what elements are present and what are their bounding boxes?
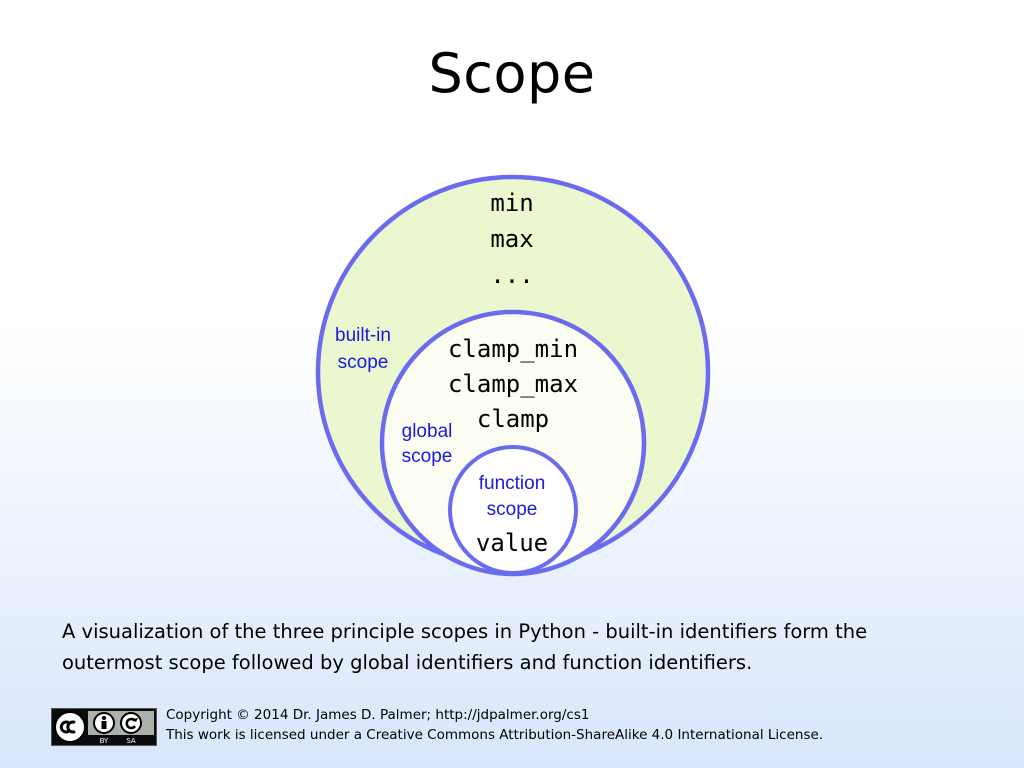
builtin-scope-label: scope: [338, 352, 389, 373]
share-alike-icon: [120, 712, 142, 734]
global-identifier: clamp_max: [448, 370, 578, 398]
license-line: This work is licensed under a Creative C…: [166, 727, 824, 743]
global-scope-label: scope: [402, 446, 453, 467]
builtin-scope-label: built-in: [335, 325, 391, 346]
attribution-icon: [93, 712, 115, 734]
builtin-identifier: min: [490, 189, 533, 217]
slide-title: Scope: [428, 42, 596, 105]
copyright-line: Copyright © 2014 Dr. James D. Palmer; ht…: [166, 707, 590, 723]
function-identifier: value: [476, 529, 548, 557]
cc-icon: [54, 711, 86, 743]
builtin-identifier: max: [490, 225, 533, 253]
cc-license-badge[interactable]: BY SA: [51, 708, 157, 746]
function-scope-circle: [448, 445, 578, 575]
function-scope-label: function: [479, 473, 546, 494]
slide-caption: A visualization of the three principle s…: [62, 620, 868, 674]
badge-label-by: BY: [100, 737, 109, 745]
global-identifier: clamp_min: [448, 335, 578, 363]
badge-label-sa: SA: [126, 737, 136, 745]
builtin-identifier: ...: [490, 261, 533, 289]
license-badge-graphic: BY SA: [52, 709, 156, 745]
global-scope-label: global: [402, 421, 453, 442]
global-identifier: clamp: [477, 405, 549, 433]
function-scope-label: scope: [487, 499, 538, 520]
copyright-notice: Copyright © 2014 Dr. James D. Palmer; ht…: [166, 705, 823, 745]
